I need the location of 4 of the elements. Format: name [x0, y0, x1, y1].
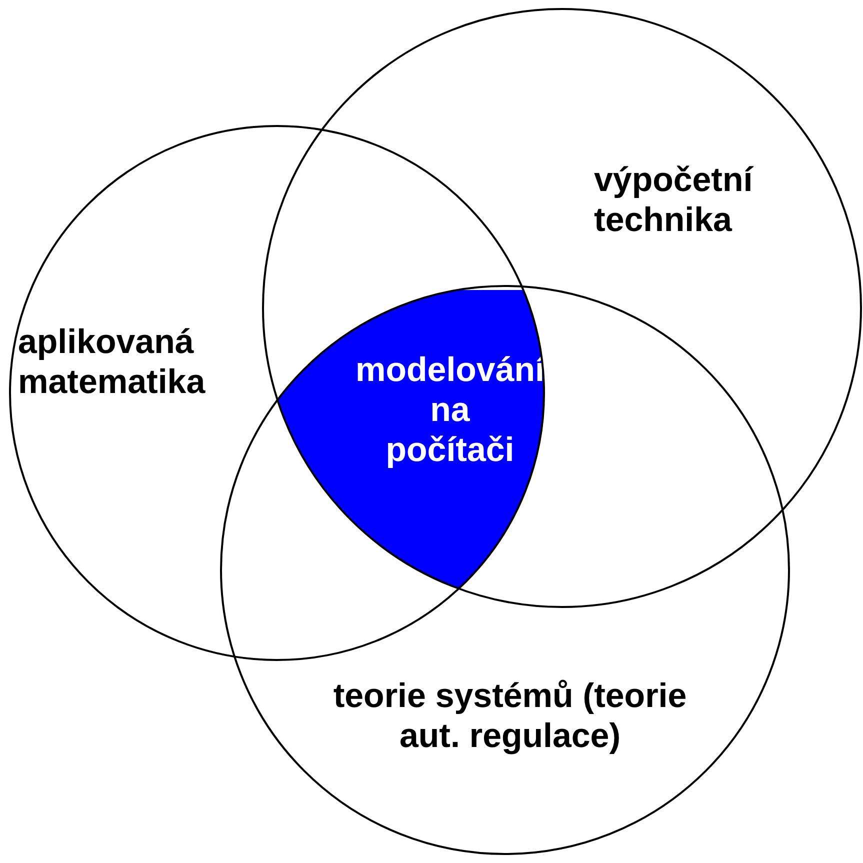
circle-label: aplikovaná matematika: [18, 322, 206, 402]
circle-label: výpočetní technika: [594, 160, 755, 240]
circle-label: teorie systémů (teorie aut. regulace): [332, 676, 688, 756]
region-label: modelování na počítači: [354, 350, 546, 470]
